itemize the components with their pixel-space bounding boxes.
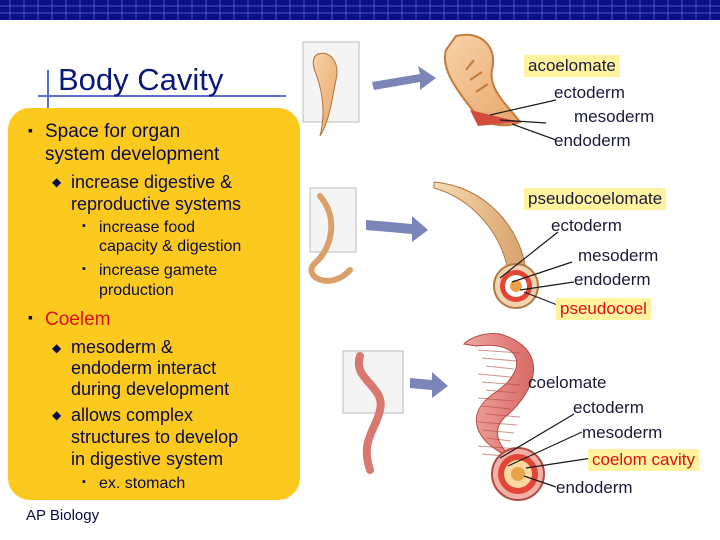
- bullet-text: allows complex: [71, 405, 194, 425]
- bullet-text: endoderm interact: [71, 358, 217, 378]
- acoelomate-heading: acoelomate: [524, 55, 620, 77]
- bullet-text: mesoderm &: [71, 337, 174, 357]
- coelomate-ectoderm-label: ectoderm: [573, 398, 644, 417]
- top-bar-grid: [0, 0, 720, 20]
- bullet-marker: ▪: [82, 476, 86, 488]
- flatworm-illustration: [443, 33, 522, 127]
- bullet-text-coelem: Coelem: [45, 309, 111, 330]
- bullet-text: ex. stomach: [99, 475, 186, 492]
- coelomate-heading: coelomate: [528, 373, 607, 392]
- bullet-text: during development: [71, 379, 230, 399]
- pseudocoelomate-mesoderm-label: mesoderm: [578, 246, 659, 265]
- arrow-icon: [372, 66, 436, 90]
- bullet-text: increase food: [99, 219, 196, 236]
- diamond-bullet-icon: ◆: [52, 408, 62, 422]
- bullet-text: increase digestive &: [71, 172, 233, 192]
- title-underline: [38, 95, 286, 97]
- bullet-marker: ▪: [82, 220, 86, 232]
- bullet-panel: [8, 108, 300, 500]
- bullet-marker: ▪: [28, 309, 33, 325]
- flatworm-thumbnail: [302, 41, 360, 137]
- label-pointer-lines: [489, 99, 593, 488]
- acoelomate-mesoderm-label: mesoderm: [574, 107, 655, 126]
- bullet-text: structures to develop: [71, 427, 239, 447]
- footer-label: AP Biology: [26, 507, 100, 524]
- pseudocoelomate-heading: pseudocoelomate: [524, 188, 667, 210]
- diamond-bullet-icon: ◆: [52, 175, 62, 189]
- pseudocoelomate-ectoderm-label: ectoderm: [551, 216, 622, 235]
- bullet-text: increase gamete: [99, 262, 218, 279]
- earthworm-thumbnail: [342, 350, 404, 474]
- title-decoration: [47, 70, 49, 110]
- arrow-icon: [366, 216, 428, 242]
- acoelomate-endoderm-label: endoderm: [554, 131, 631, 150]
- pseudocoelomate-endoderm-label: endoderm: [574, 270, 651, 289]
- bullet-text: system development: [45, 144, 220, 165]
- roundworm-illustration: [433, 181, 539, 309]
- roundworm-thumbnail: [308, 187, 357, 284]
- acoelomate-ectoderm-label: ectoderm: [554, 83, 625, 102]
- bullet-marker: ▪: [28, 122, 33, 138]
- bullet-text: Space for organ: [45, 121, 181, 142]
- earthworm-illustration: [462, 333, 545, 501]
- slide-title: Body Cavity: [58, 62, 224, 97]
- coelomate-endoderm-label: endoderm: [556, 478, 633, 497]
- bullet-text: capacity & digestion: [99, 238, 242, 255]
- arrow-icon: [410, 372, 448, 398]
- bullet-text: reproductive systems: [71, 194, 242, 214]
- bullet-marker: ▪: [82, 263, 86, 275]
- diamond-bullet-icon: ◆: [52, 341, 62, 355]
- coelom-cavity-label: coelom cavity: [588, 449, 699, 471]
- coelomate-mesoderm-label: mesoderm: [582, 423, 663, 442]
- bullet-text: in digestive system: [71, 449, 224, 469]
- pseudocoel-label: pseudocoel: [556, 298, 651, 320]
- bullet-text: production: [99, 282, 174, 299]
